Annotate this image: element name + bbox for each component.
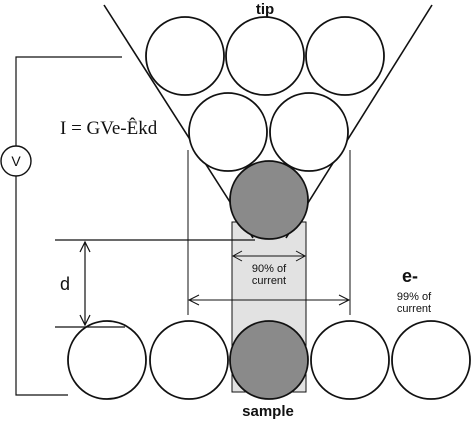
tip-atom: [188, 92, 268, 172]
tip-atom: [225, 16, 305, 96]
arrow-99-current: [187, 294, 351, 306]
electron-label: e-: [402, 266, 418, 286]
tip-atom: [269, 92, 349, 172]
sample-atom: [310, 320, 390, 400]
current-99-label-line2: current: [397, 303, 431, 315]
arrow-90-current: [231, 250, 307, 262]
voltmeter-icon: [0, 145, 32, 177]
current-99-label-line1: 99% of: [397, 291, 432, 303]
current-90-label-line1: 90% of: [252, 263, 287, 275]
distance-label: d: [60, 274, 70, 294]
sample-active-atom: [229, 320, 309, 400]
tip-apex-atom: [229, 160, 309, 240]
distance-marker: [55, 239, 255, 328]
tip-extension-lines: [187, 150, 351, 315]
tip-atom: [145, 16, 225, 96]
current-90-label-line2: current: [252, 275, 286, 287]
sample-atom: [67, 320, 147, 400]
tip-atom: [305, 16, 385, 96]
sample-label: sample: [242, 403, 294, 420]
tunneling-formula: I = GVe-Êkd: [60, 117, 158, 139]
tip-label: tip: [256, 1, 274, 18]
voltmeter-label: V: [11, 153, 21, 169]
tip-cone: [103, 4, 433, 239]
sample-atom: [149, 320, 229, 400]
sample-atoms: [67, 320, 471, 400]
circuit-wire: [15, 56, 122, 396]
sample-atom: [391, 320, 471, 400]
tip-atoms: [145, 16, 385, 240]
